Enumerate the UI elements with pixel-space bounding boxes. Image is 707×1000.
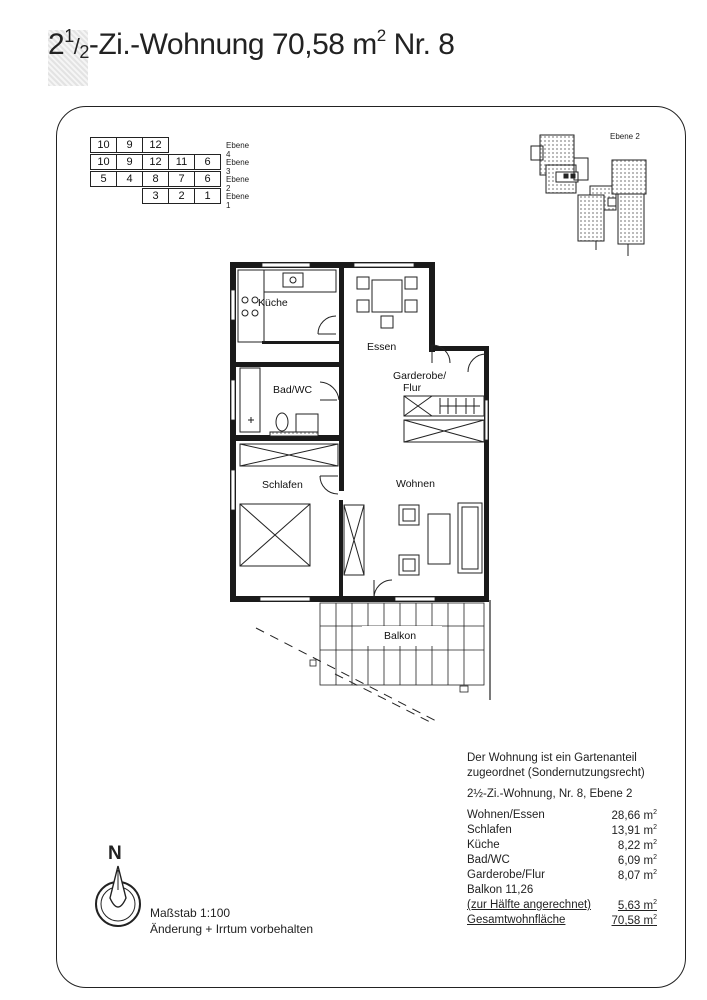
area-name: Wohnen/Essen	[467, 809, 545, 821]
area-value: 28,66 m2	[611, 809, 657, 822]
room-label-flur: Flur	[403, 382, 422, 394]
windows	[230, 262, 489, 602]
disclaimer-text: Änderung + Irrtum vorbehalten	[150, 922, 314, 936]
room-label-kueche: Küche	[258, 297, 288, 309]
siteplan-label: Ebene 2	[610, 132, 640, 141]
garden-boundary	[255, 627, 439, 723]
living-furniture	[373, 502, 483, 599]
balcony	[309, 600, 491, 700]
bedroom-furniture	[239, 443, 365, 576]
level-cell: 1	[194, 188, 221, 204]
area-row: Garderobe/Flur 8,07 m2	[467, 869, 657, 884]
area-row: Küche 8,22 m2	[467, 839, 657, 854]
level-label: Ebene 4	[226, 141, 250, 159]
area-info: Der Wohnung ist ein Gartenanteil zugeord…	[467, 752, 657, 929]
title-suffix: Nr. 8	[385, 28, 455, 61]
title-text: -Zi.-Wohnung 70,58 m	[88, 28, 377, 61]
level-row-4: 10 9 12	[90, 137, 169, 153]
level-row-1: 3 2 1	[142, 188, 221, 204]
title-fraction-denominator: 2	[79, 42, 89, 62]
walls	[230, 262, 489, 602]
title-whole: 2	[48, 28, 65, 61]
page-title: 21/2-Zi.-Wohnung 70,58 m2 Nr. 8	[48, 26, 455, 72]
total-value: 70,58 m2	[611, 914, 657, 927]
area-row: Schlafen 13,91 m2	[467, 824, 657, 839]
scale-block: Maßstab 1:100 Änderung + Irrtum vorbehal…	[150, 905, 313, 937]
title-shading	[48, 30, 88, 86]
area-row: Wohnen/Essen 28,66 m2	[467, 809, 657, 824]
title-fraction: 1/2	[64, 26, 89, 62]
north-label: N	[108, 843, 122, 864]
total-label: Gesamtwohnfläche	[467, 914, 566, 926]
area-value: 8,22 m2	[617, 839, 657, 852]
wardrobe	[403, 395, 485, 443]
balkon-note: (zur Hälfte angerechnet)	[467, 899, 592, 911]
dining-table	[356, 276, 487, 373]
area-value: 8,07 m2	[617, 869, 657, 882]
area-name: Garderobe/Flur	[467, 869, 545, 881]
scale-text: Maßstab 1:100	[150, 906, 231, 920]
room-label-garderobe: Garderobe/	[393, 370, 447, 382]
bathroom-fixtures	[239, 367, 340, 437]
balkon-area-row: (zur Hälfte angerechnet) 5,63 m2	[467, 899, 657, 914]
info-note-line1: Der Wohnung ist ein Gartenanteil	[467, 752, 637, 764]
area-value: 6,09 m2	[617, 854, 657, 867]
level-label: Ebene 1	[226, 192, 250, 210]
total-area-row: Gesamtwohnfläche 70,58 m2	[467, 914, 657, 929]
room-label-essen: Essen	[367, 341, 397, 353]
area-name: Küche	[467, 839, 500, 851]
balkon-value: 5,63 m2	[617, 899, 657, 912]
area-name: Schlafen	[467, 824, 512, 836]
title-unit-sup: 2	[376, 26, 386, 45]
room-label-schlafen: Schlafen	[262, 479, 303, 491]
north-arrow	[95, 865, 141, 927]
level-cell: 6	[194, 171, 221, 187]
title-fraction-numerator: 1	[64, 26, 74, 46]
area-name: Bad/WC	[467, 854, 510, 866]
level-row-2: 5 4 8 7 6	[90, 171, 221, 187]
level-cell: 6	[194, 154, 221, 170]
room-label-balkon: Balkon	[384, 630, 417, 642]
level-row-3: 10 9 12 11 6	[90, 154, 221, 170]
balkon-area-line: Balkon 11,26	[467, 884, 534, 896]
area-row: Bad/WC 6,09 m2	[467, 854, 657, 869]
level-label: Ebene 3	[226, 158, 250, 176]
area-value: 13,91 m2	[611, 824, 657, 837]
level-label: Ebene 2	[226, 175, 250, 193]
room-label-wohnen: Wohnen	[396, 478, 435, 490]
level-cell: 12	[142, 137, 169, 153]
kitchen-fixtures	[237, 269, 337, 343]
site-plan-miniature	[530, 134, 647, 256]
area-list: Wohnen/Essen 28,66 m2 Schlafen 13,91 m2 …	[467, 809, 657, 929]
info-apartment: 2½-Zi.-Wohnung, Nr. 8, Ebene 2	[467, 788, 633, 800]
room-label-bad: Bad/WC	[273, 384, 313, 396]
info-note-line2: zugeordnet (Sondernutzungsrecht)	[467, 767, 645, 779]
plan-frame	[56, 106, 686, 988]
